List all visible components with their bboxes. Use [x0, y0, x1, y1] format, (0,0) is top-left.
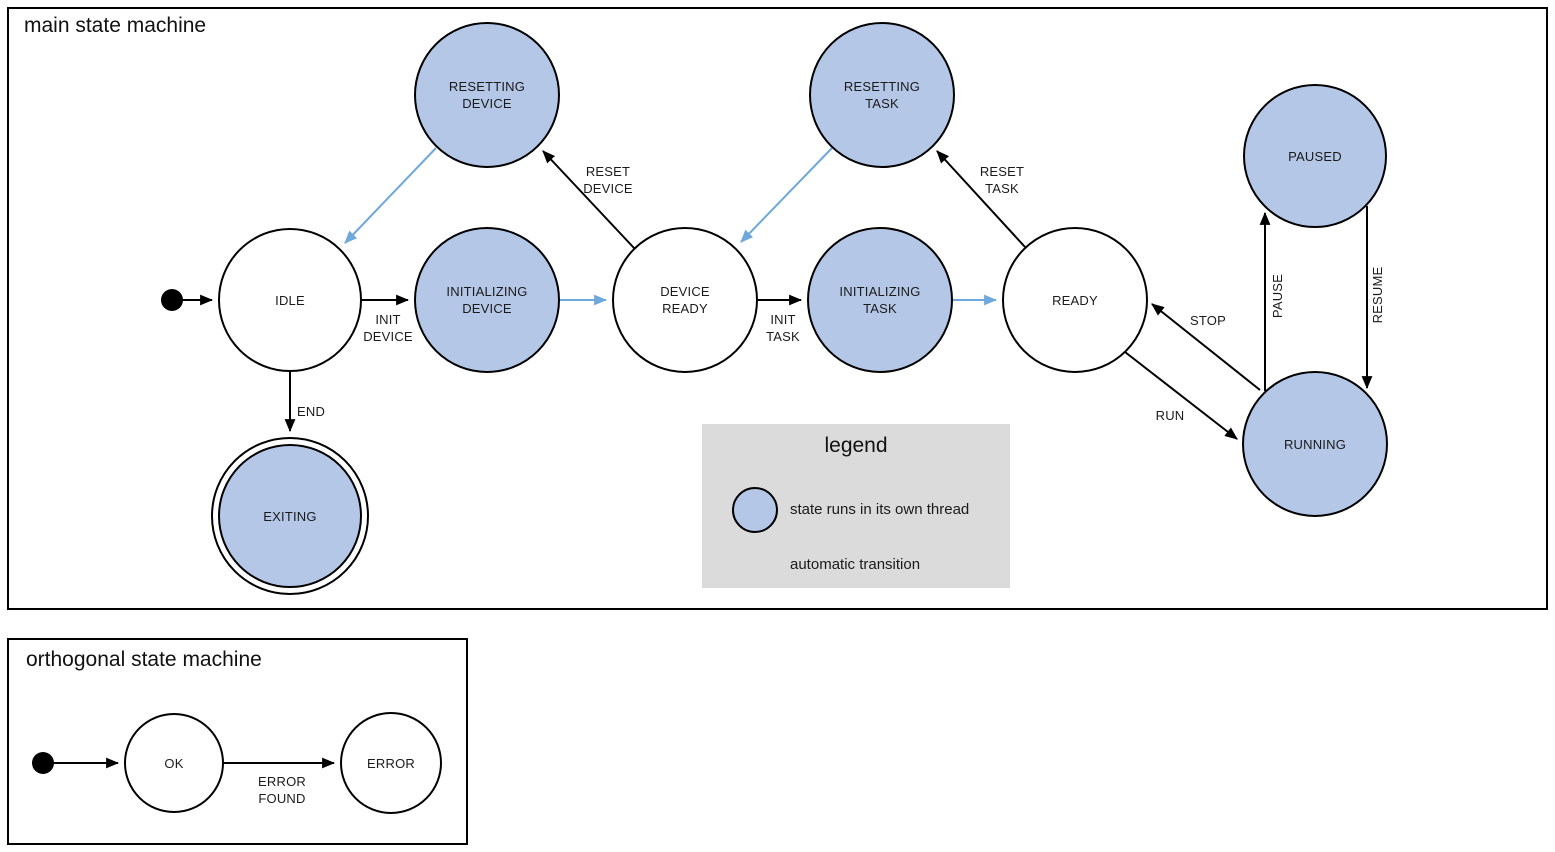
state-running-label: RUNNING: [1283, 436, 1347, 452]
state-ok: OK: [124, 713, 224, 813]
state-device-ready-label: DEVICE READY: [660, 284, 710, 316]
initial-state-dot-main: [161, 289, 183, 311]
state-paused: PAUSED: [1243, 84, 1387, 228]
edge-ready-to-resetting-task: [936, 150, 1026, 248]
legend-item-auto-label: automatic transition: [790, 556, 921, 573]
state-exiting-label: EXITING: [263, 508, 317, 524]
state-initializing-device-label: INITIALIZING DEVICE: [446, 284, 528, 316]
state-ok-label: OK: [164, 755, 184, 771]
label-init-task: INIT TASK: [766, 312, 800, 344]
legend-threaded-state-icon: [732, 487, 778, 533]
state-idle: IDLE: [218, 228, 362, 372]
state-error: ERROR: [340, 712, 442, 814]
state-running: RUNNING: [1242, 371, 1388, 517]
label-end: END: [297, 404, 326, 419]
label-init-device: INIT DEVICE: [363, 312, 413, 344]
edge-resetting-device-to-idle-auto: [344, 147, 437, 244]
label-reset-device: RESET DEVICE: [583, 164, 633, 196]
state-resetting-task-label: RESETTING TASK: [843, 79, 921, 111]
state-idle-label: IDLE: [275, 292, 305, 308]
state-resetting-task: RESETTING TASK: [809, 22, 955, 168]
state-ready: READY: [1002, 227, 1148, 373]
ortho-frame-title: orthogonal state machine: [26, 648, 262, 671]
state-initializing-task-label: INITIALIZING TASK: [839, 284, 921, 316]
legend-title: legend: [824, 434, 888, 457]
label-resume: RESUME: [1370, 266, 1385, 324]
state-resetting-device: RESETTING DEVICE: [414, 22, 560, 168]
label-stop: STOP: [1190, 313, 1226, 328]
legend-item-thread-label: state runs in its own thread: [790, 501, 970, 518]
label-error-found: ERROR FOUND: [258, 774, 306, 806]
edge-resetting-task-to-device-ready-auto: [740, 147, 833, 243]
state-initializing-device: INITIALIZING DEVICE: [414, 227, 560, 373]
state-ready-label: READY: [1052, 292, 1098, 308]
state-resetting-device-label: RESETTING DEVICE: [448, 79, 526, 111]
main-frame-title: main state machine: [24, 14, 207, 37]
state-exiting-final: EXITING: [211, 437, 369, 595]
label-run: RUN: [1155, 408, 1185, 423]
label-reset-task: RESET TASK: [979, 164, 1025, 196]
legend-panel: legend: [702, 424, 1010, 588]
state-exiting-inner-circle: EXITING: [218, 444, 362, 588]
state-error-label: ERROR: [367, 755, 415, 771]
edge-running-to-ready-stop: [1151, 303, 1261, 391]
label-pause: PAUSE: [1270, 273, 1285, 319]
state-paused-label: PAUSED: [1288, 148, 1342, 164]
state-device-ready: DEVICE READY: [612, 227, 758, 373]
initial-state-dot-ortho: [32, 752, 54, 774]
state-initializing-task: INITIALIZING TASK: [807, 227, 953, 373]
edge-device-ready-to-resetting-device: [542, 150, 635, 249]
edge-ready-to-running-run: [1124, 351, 1238, 440]
